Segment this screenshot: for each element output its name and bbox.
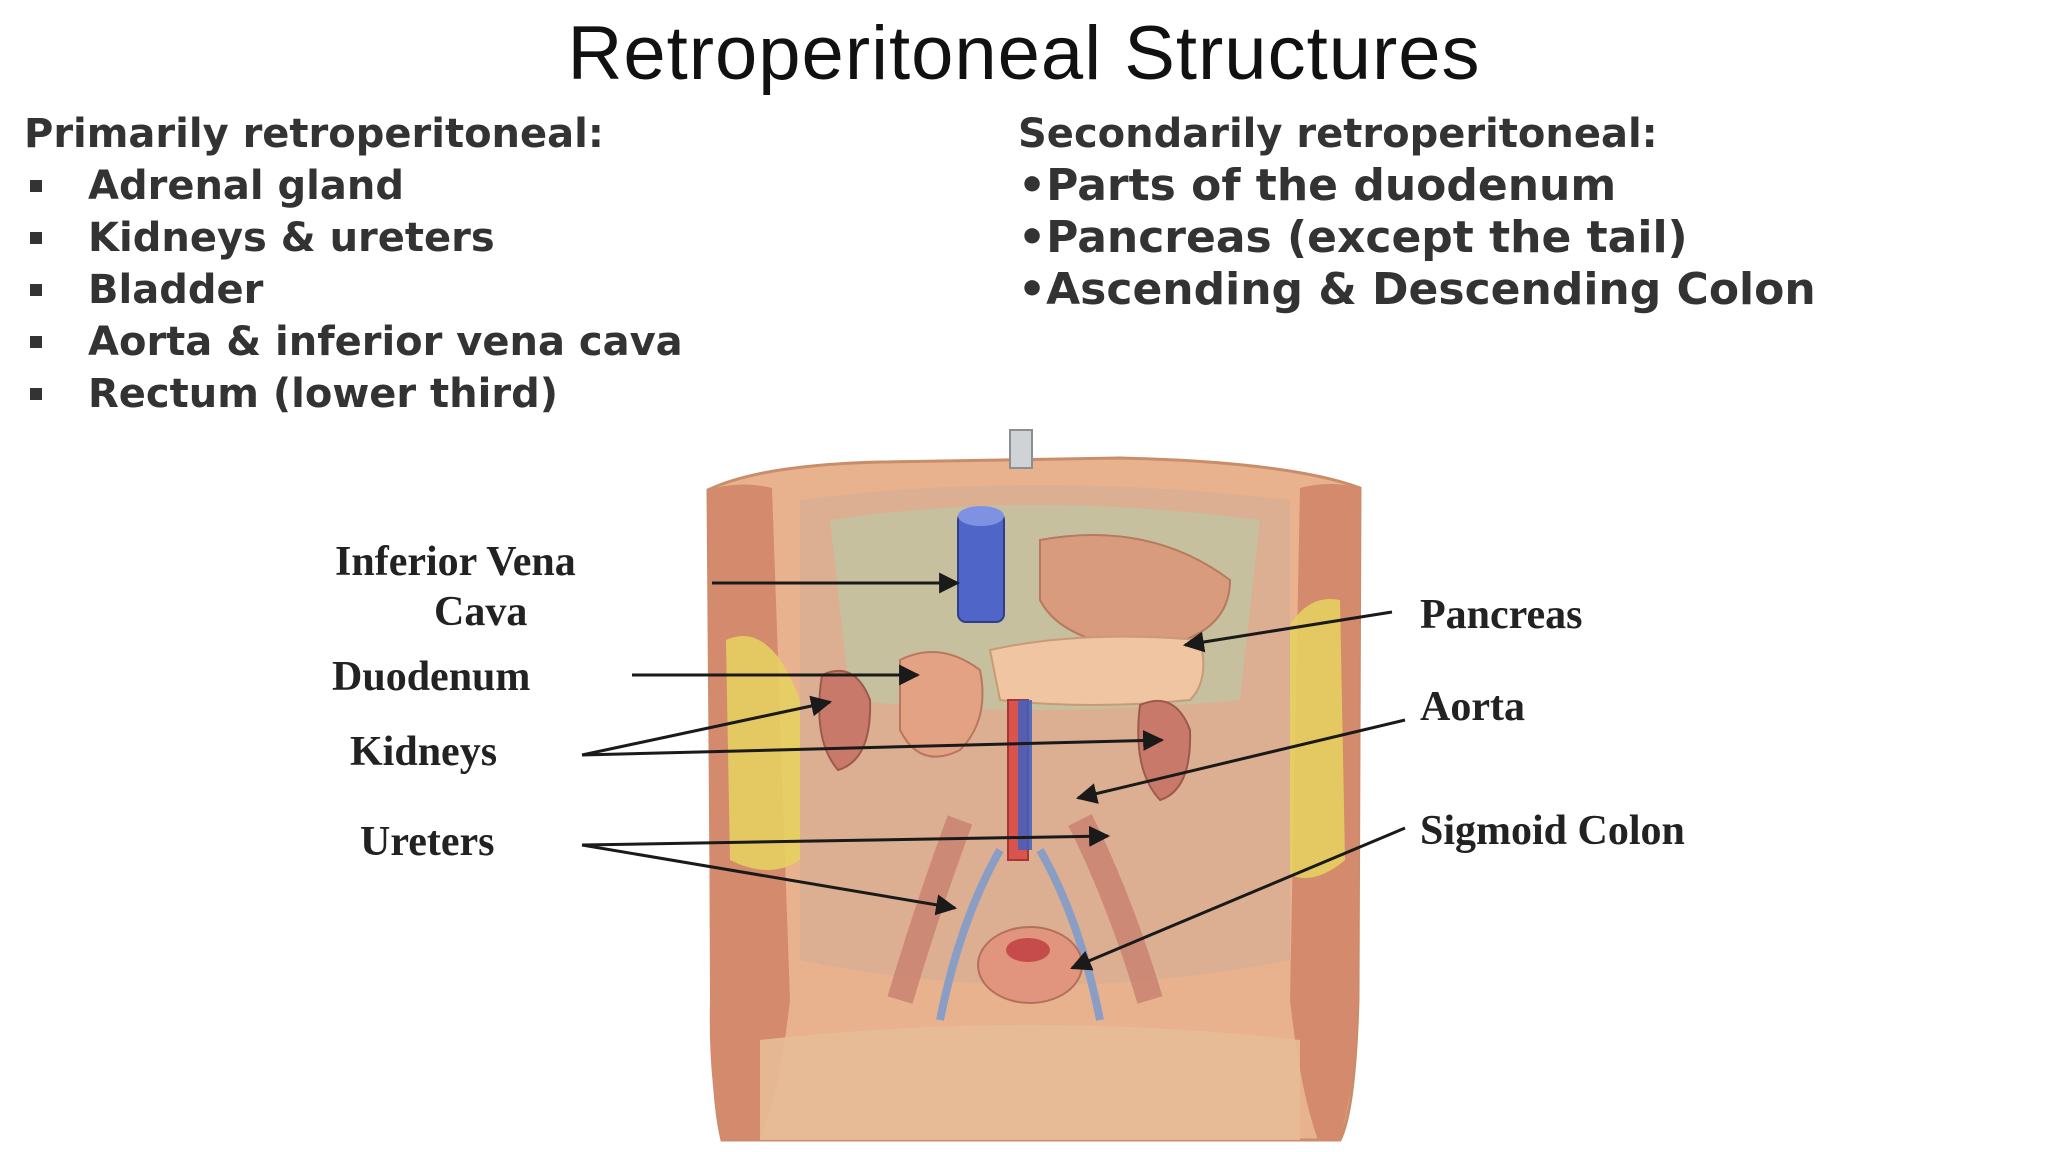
- list-item: •Parts of the duodenum: [1018, 160, 1617, 211]
- pancreas-pointer: [1182, 610, 1393, 653]
- label-aorta: Aorta: [1420, 684, 1525, 730]
- primary-column: Primarily retroperitoneal: Adrenal gland…: [24, 108, 984, 420]
- list-item: Kidneys & ureters: [24, 212, 984, 264]
- sigmoid-pointer: [1070, 826, 1406, 971]
- label-sigmoid-colon: Sigmoid Colon: [1420, 808, 1685, 854]
- square-bullet-icon: [30, 180, 42, 192]
- square-bullet-icon: [30, 232, 42, 244]
- figure-labels: Inferior Vena Cava Duodenum Kidneys Uret…: [332, 539, 1685, 865]
- label-ureters: Ureters: [360, 819, 494, 865]
- kidneys-pointer-left: [581, 695, 833, 757]
- label-kidneys: Kidneys: [350, 729, 497, 775]
- slide-title: Retroperitoneal Structures: [567, 11, 1481, 96]
- ureters-pointer-left: [581, 843, 958, 916]
- ureters-pointer-right: [581, 825, 1111, 847]
- list-item: Adrenal gland: [24, 160, 984, 212]
- label-ivc-line2: Cava: [434, 589, 527, 635]
- label-lines: [581, 572, 1406, 971]
- aorta-pointer: [1075, 718, 1406, 804]
- primary-heading: Primarily retroperitoneal:: [24, 111, 604, 157]
- list-item: Bladder: [24, 264, 984, 316]
- abdomen-illustration: [706, 429, 1362, 1142]
- list-item: Rectum (lower third): [24, 368, 984, 420]
- square-bullet-icon: [30, 284, 42, 296]
- square-bullet-icon: [30, 336, 42, 348]
- list-item: •Ascending & Descending Colon: [1018, 264, 1816, 315]
- square-bullet-icon: [30, 388, 42, 400]
- primary-list: Adrenal gland Kidneys & ureters Bladder …: [24, 160, 984, 420]
- label-ivc-line1: Inferior Vena: [335, 539, 576, 585]
- list-item: •Pancreas (except the tail): [1018, 212, 1688, 263]
- secondary-column: Secondarily retroperitoneal: •Parts of t…: [1018, 108, 2038, 316]
- label-pancreas: Pancreas: [1420, 592, 1583, 638]
- secondary-list: •Parts of the duodenum •Pancreas (except…: [1018, 160, 2038, 316]
- kidneys-pointer-right: [581, 729, 1165, 757]
- secondary-heading: Secondarily retroperitoneal:: [1018, 111, 1658, 157]
- list-item: Aorta & inferior vena cava: [24, 316, 984, 368]
- label-duodenum: Duodenum: [332, 654, 530, 700]
